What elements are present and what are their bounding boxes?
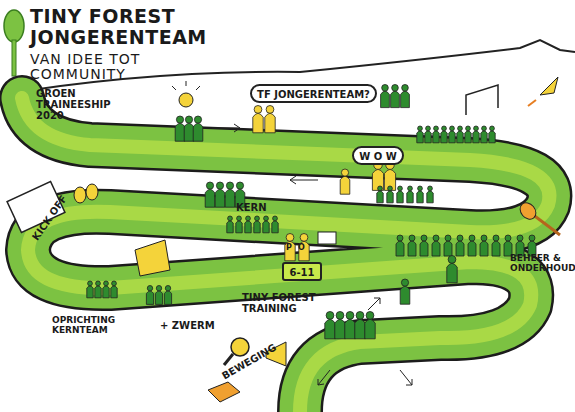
- person: [449, 126, 455, 143]
- label-text: W O W: [354, 151, 402, 162]
- person: [193, 116, 203, 141]
- person: [504, 235, 512, 256]
- label-text: P: [286, 244, 292, 253]
- person: [433, 126, 439, 143]
- person: [253, 106, 263, 133]
- person: [381, 85, 390, 108]
- speech-bubble: TF JONGERENTEAM?: [250, 84, 377, 103]
- person: [155, 286, 162, 305]
- person: [391, 85, 400, 108]
- person: [480, 235, 488, 256]
- person: [355, 312, 365, 339]
- person: [215, 182, 225, 207]
- person: [481, 126, 487, 143]
- label-text: OPRICHTING KERNTEAM: [52, 316, 132, 336]
- person: [225, 182, 235, 207]
- person: [340, 169, 350, 194]
- person: [263, 216, 269, 233]
- person: [265, 106, 275, 133]
- person: [407, 186, 413, 203]
- person: [489, 126, 495, 143]
- person: [457, 126, 463, 143]
- person: [285, 234, 295, 261]
- person: [325, 312, 335, 339]
- person: [377, 186, 383, 203]
- person: [111, 281, 117, 298]
- label-text: 6-11: [284, 267, 320, 278]
- person: [205, 182, 215, 207]
- person: [87, 281, 93, 298]
- person: [254, 216, 260, 233]
- person: [272, 216, 278, 233]
- speech-bubble: W O W: [352, 146, 404, 165]
- person: [335, 312, 345, 339]
- person: [473, 126, 479, 143]
- person: [345, 312, 355, 339]
- person: [103, 281, 109, 298]
- label-text: BEHEER & ONDERHOUD: [510, 254, 572, 274]
- person: [417, 126, 423, 143]
- person: [417, 186, 423, 203]
- person: [427, 186, 433, 203]
- person: [396, 235, 404, 256]
- person: [456, 235, 464, 256]
- title: TINY FOREST JONGERENTEAM: [30, 6, 310, 48]
- person: [236, 216, 242, 233]
- person: [408, 235, 416, 256]
- person: [245, 216, 251, 233]
- person: [397, 186, 403, 203]
- person: [227, 216, 233, 233]
- person: [387, 186, 393, 203]
- label-text: TINY FOREST TRAINING: [242, 292, 332, 314]
- person: [175, 116, 185, 141]
- person: [146, 286, 153, 305]
- person: [468, 235, 476, 256]
- label-text: TF JONGERENTEAM?: [252, 89, 375, 100]
- person: [444, 235, 452, 256]
- person: [400, 279, 410, 304]
- person: [384, 161, 395, 190]
- person: [95, 281, 101, 298]
- person: [432, 235, 440, 256]
- person: [447, 256, 457, 283]
- sign-board: 6-11: [282, 262, 322, 281]
- person: [528, 235, 536, 256]
- label-text: O: [298, 244, 305, 253]
- person: [365, 312, 375, 339]
- person: [425, 126, 431, 143]
- person: [401, 85, 410, 108]
- person: [420, 235, 428, 256]
- label-text: KERN: [236, 202, 267, 213]
- person: [492, 235, 500, 256]
- label-text: VAN IDEE TOT COMMUNITY: [30, 52, 180, 83]
- person: [465, 126, 471, 143]
- label-text: GROEN TRAINEESHIP 2020: [36, 88, 126, 121]
- person: [372, 161, 383, 190]
- person: [299, 234, 309, 261]
- person: [184, 116, 194, 141]
- person: [516, 235, 524, 256]
- person: [441, 126, 447, 143]
- person: [164, 286, 171, 305]
- label-text: + ZWERM: [160, 320, 215, 331]
